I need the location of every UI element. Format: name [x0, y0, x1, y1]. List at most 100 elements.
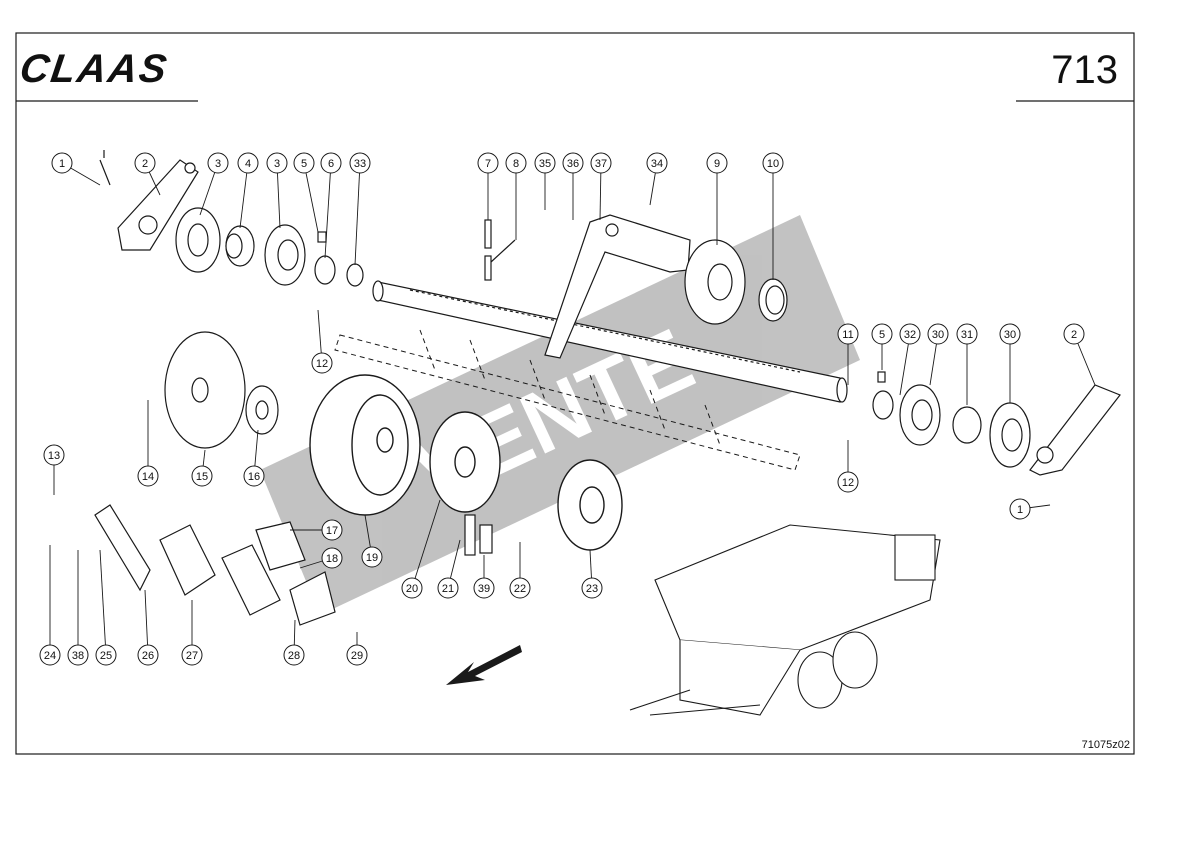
callout-5: 5	[293, 152, 319, 233]
callout-label: 26	[142, 650, 154, 662]
callout-label: 5	[301, 158, 307, 170]
cam-plates	[309, 374, 623, 551]
baler-sketch	[629, 524, 941, 716]
callout-circle	[1063, 323, 1085, 345]
callout-label: 18	[326, 553, 338, 565]
callout-35: 35	[534, 152, 556, 210]
callout-label: 38	[72, 650, 84, 662]
callout-label: 15	[196, 471, 208, 483]
callout-circle	[477, 152, 499, 174]
callout-circle	[134, 152, 156, 174]
callout-8: 8	[505, 152, 527, 240]
callout-circle	[590, 152, 612, 174]
callout-2: 2	[1063, 323, 1096, 386]
callout-circle	[999, 323, 1021, 345]
callout-circle	[349, 152, 371, 174]
callout-22: 22	[509, 542, 531, 599]
callout-14: 14	[137, 400, 159, 487]
callout-label: 5	[879, 329, 885, 341]
hub-and-seal	[684, 239, 788, 325]
callout-label: 23	[586, 583, 598, 595]
callout-circle	[505, 152, 527, 174]
callout-label: 33	[354, 158, 366, 170]
callout-circle	[837, 471, 859, 493]
callout-label: 17	[326, 525, 338, 537]
callout-leader	[276, 162, 281, 229]
callout-leader	[303, 162, 319, 233]
callout-leader	[144, 589, 149, 656]
callout-circle	[293, 152, 315, 174]
callout-4: 4	[237, 152, 259, 229]
callout-label: 13	[48, 450, 60, 462]
callout-34: 34	[646, 152, 668, 206]
right-parts	[872, 371, 1121, 476]
callout-circle	[311, 352, 333, 374]
callout-label: 3	[274, 158, 280, 170]
dashed-shaft	[334, 329, 801, 471]
callout-16: 16	[243, 429, 265, 487]
callout-36: 36	[562, 152, 584, 220]
callout-30: 30	[927, 323, 949, 386]
callout-circle	[191, 465, 213, 487]
left-parts	[99, 150, 364, 287]
callout-circle	[237, 152, 259, 174]
callout-circle	[181, 644, 203, 666]
callout-leader	[324, 162, 332, 259]
main-shaft	[372, 280, 848, 403]
callout-label: 30	[932, 329, 944, 341]
callout-label: 2	[142, 158, 148, 170]
callout-label: 12	[316, 358, 328, 370]
callout-circle	[266, 152, 288, 174]
callout-label: 14	[142, 471, 154, 483]
callout-circle	[207, 152, 229, 174]
callout-label: 36	[567, 158, 579, 170]
callout-circle	[137, 644, 159, 666]
callout-label: 39	[478, 583, 490, 595]
callout-31: 31	[956, 323, 978, 405]
callout-circle	[51, 152, 73, 174]
callout-label: 3	[215, 158, 221, 170]
brand-logo: CLAAS	[17, 46, 171, 91]
callout-circle	[646, 152, 668, 174]
callout-39: 39	[473, 555, 495, 599]
callout-circle	[562, 152, 584, 174]
callout-19: 19	[361, 514, 383, 568]
callout-26: 26	[137, 589, 159, 666]
callout-38: 38	[67, 550, 89, 666]
callout-label: 1	[1017, 504, 1023, 516]
callout-circle	[437, 577, 459, 599]
callout-label: 22	[514, 583, 526, 595]
callout-label: 8	[513, 158, 519, 170]
callout-circle	[509, 577, 531, 599]
callout-circle	[361, 546, 383, 568]
callout-label: 11	[842, 329, 853, 341]
callout-label: 34	[651, 158, 663, 170]
page-number: 713	[1051, 48, 1118, 92]
callout-label: 10	[767, 158, 779, 170]
callout-circle	[39, 644, 61, 666]
callout-13: 13	[43, 444, 65, 495]
callout-5: 5	[871, 323, 893, 370]
callout-circle	[321, 519, 343, 541]
callout-9: 9	[706, 152, 728, 245]
callout-label: 16	[248, 471, 260, 483]
callout-circle	[899, 323, 921, 345]
callout-6: 6	[320, 152, 342, 259]
callout-23: 23	[581, 549, 603, 599]
callout-2: 2	[134, 152, 161, 196]
callout-circle	[762, 152, 784, 174]
callout-7: 7	[477, 152, 499, 220]
callout-label: 6	[328, 158, 334, 170]
callout-37: 37	[590, 152, 612, 221]
callout-32: 32	[899, 323, 921, 396]
callout-circle	[837, 323, 859, 345]
callout-leader	[411, 499, 441, 589]
callout-leader	[99, 549, 107, 656]
callout-28: 28	[283, 619, 305, 666]
callout-label: 21	[442, 583, 454, 595]
callout-circle	[534, 152, 556, 174]
callout-label: 37	[595, 158, 607, 170]
callout-1: 1	[1009, 498, 1051, 520]
callout-label: 27	[186, 650, 198, 662]
callout-label: 25	[100, 650, 112, 662]
